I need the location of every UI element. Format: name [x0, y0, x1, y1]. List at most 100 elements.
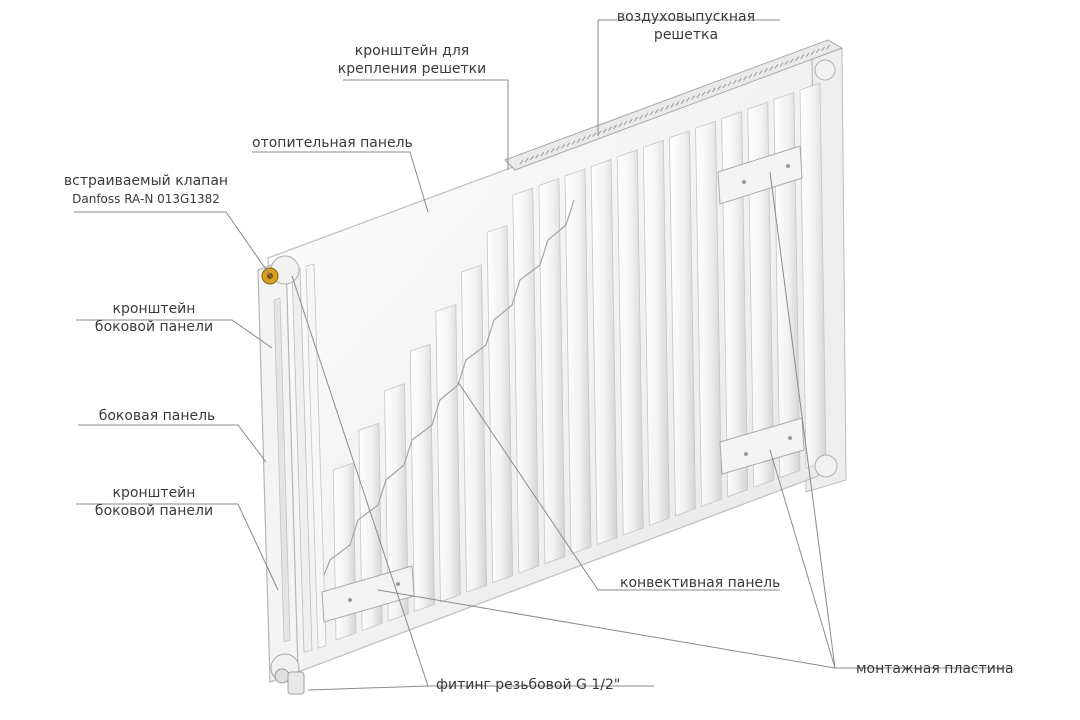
convection-fins [332, 82, 827, 641]
convection-fin [512, 187, 540, 574]
convection-fin [538, 177, 566, 565]
grille-slot [639, 114, 643, 120]
convection-fin [564, 168, 592, 555]
convection-fin [669, 130, 696, 517]
grille-slot [530, 155, 534, 161]
convection-fin [721, 111, 749, 498]
grille-slot [816, 48, 820, 54]
grille-slot [623, 120, 628, 126]
label-side-bracket-bottom-line2: боковой панели [94, 503, 214, 519]
grille-slot [727, 81, 732, 87]
grille-slot [732, 79, 737, 85]
grille-slot [722, 83, 727, 89]
grille-slot [592, 132, 597, 137]
grille-slot [540, 151, 545, 157]
grille-slot [774, 64, 779, 69]
label-grille-bracket-line2: крепления решетки [337, 61, 487, 77]
grille-slot [634, 116, 638, 122]
grille-slot [779, 62, 784, 67]
grille-slot [602, 128, 607, 134]
label-fitting: фитинг резьбовой G 1/2" [436, 677, 621, 693]
convection-fin [435, 303, 461, 603]
label-mounting-plate: монтажная пластина [856, 661, 1014, 677]
convection-fin [642, 139, 670, 526]
label-convection-panel: конвективная панель [620, 575, 781, 591]
label-valve: встраиваемый клапан Danfoss RA-N 013G138… [64, 172, 228, 208]
grille-slot [769, 66, 773, 71]
grille-slot [743, 75, 747, 81]
convection-fin [409, 343, 435, 612]
air-grille-slots [519, 44, 831, 165]
grille-slot [665, 105, 669, 110]
grille-slot [748, 73, 753, 79]
convection-fin [773, 91, 801, 479]
grille-slot [691, 95, 695, 100]
grille-slot [608, 126, 612, 132]
grille-slot [545, 149, 550, 155]
grille-slot [826, 44, 831, 50]
grille-slot [738, 77, 742, 83]
grille-slot [753, 71, 758, 77]
label-valve-line1: встраиваемый клапан [63, 173, 229, 189]
label-grille-bracket: кронштейн для крепления решетки [338, 42, 486, 78]
label-air-grille-line2: решетка [653, 27, 719, 43]
grille-slot [790, 58, 794, 63]
label-grille-bracket-line1: кронштейн для [354, 43, 470, 59]
grille-slot [576, 138, 581, 143]
label-air-grille: воздуховыпускная решетка [617, 8, 755, 44]
grille-slot [582, 136, 586, 141]
grille-slot [712, 87, 716, 93]
grille-slot [670, 103, 675, 108]
grille-slot [644, 112, 649, 118]
convection-fin [590, 158, 618, 546]
grille-slot [628, 118, 633, 124]
convection-fin [747, 101, 775, 488]
mounting-plate-top-right [717, 145, 803, 205]
convection-fin [695, 120, 722, 507]
label-side-bracket-top-line2: боковой панели [94, 319, 214, 335]
convection-panel-step-edge [319, 199, 575, 586]
grille-slot [556, 146, 560, 151]
grille-slot [660, 107, 664, 112]
grille-slot [613, 124, 617, 130]
grille-slot [649, 110, 654, 116]
label-side-panel: боковая панель [98, 408, 216, 424]
label-side-bracket-bottom-line1: кронштейн [112, 485, 196, 501]
grille-slot [821, 46, 825, 52]
air-grille-shape [504, 39, 844, 171]
grille-slot [618, 122, 623, 128]
label-air-grille-line1: воздуховыпускная [616, 9, 756, 25]
convection-fin [384, 383, 409, 622]
grille-slot [535, 153, 539, 159]
grille-slot [764, 68, 768, 73]
grille-slot [810, 50, 815, 56]
leader-lines [74, 19, 1010, 691]
grille-slot [587, 134, 591, 139]
grille-slot [686, 97, 690, 102]
label-heating-panel: отопительная панель [252, 135, 413, 151]
grille-slot [795, 56, 799, 61]
grille-slot [654, 109, 659, 114]
grille-slot [550, 148, 555, 153]
label-valve-line2: Danfoss RA-N 013G1382 [72, 192, 220, 206]
label-side-bracket-top: кронштейн боковой панели [95, 300, 213, 336]
mounting-plate-bottom-right [719, 417, 805, 475]
grille-slot [524, 157, 529, 163]
grille-slot [758, 70, 763, 75]
grille-slot [696, 93, 701, 98]
grille-slot [561, 144, 565, 149]
convection-fin [461, 264, 487, 593]
label-side-bracket-bottom: кронштейн боковой панели [95, 484, 213, 520]
grille-slot [784, 60, 789, 65]
grille-slot [800, 54, 805, 60]
grille-slot [566, 142, 571, 147]
convection-fin [616, 149, 644, 536]
grille-slot [680, 99, 685, 104]
grille-slot [519, 159, 524, 165]
convection-fin [486, 224, 514, 584]
grille-slot [675, 101, 680, 106]
grille-slot [701, 91, 706, 97]
grille-slot [717, 85, 721, 91]
